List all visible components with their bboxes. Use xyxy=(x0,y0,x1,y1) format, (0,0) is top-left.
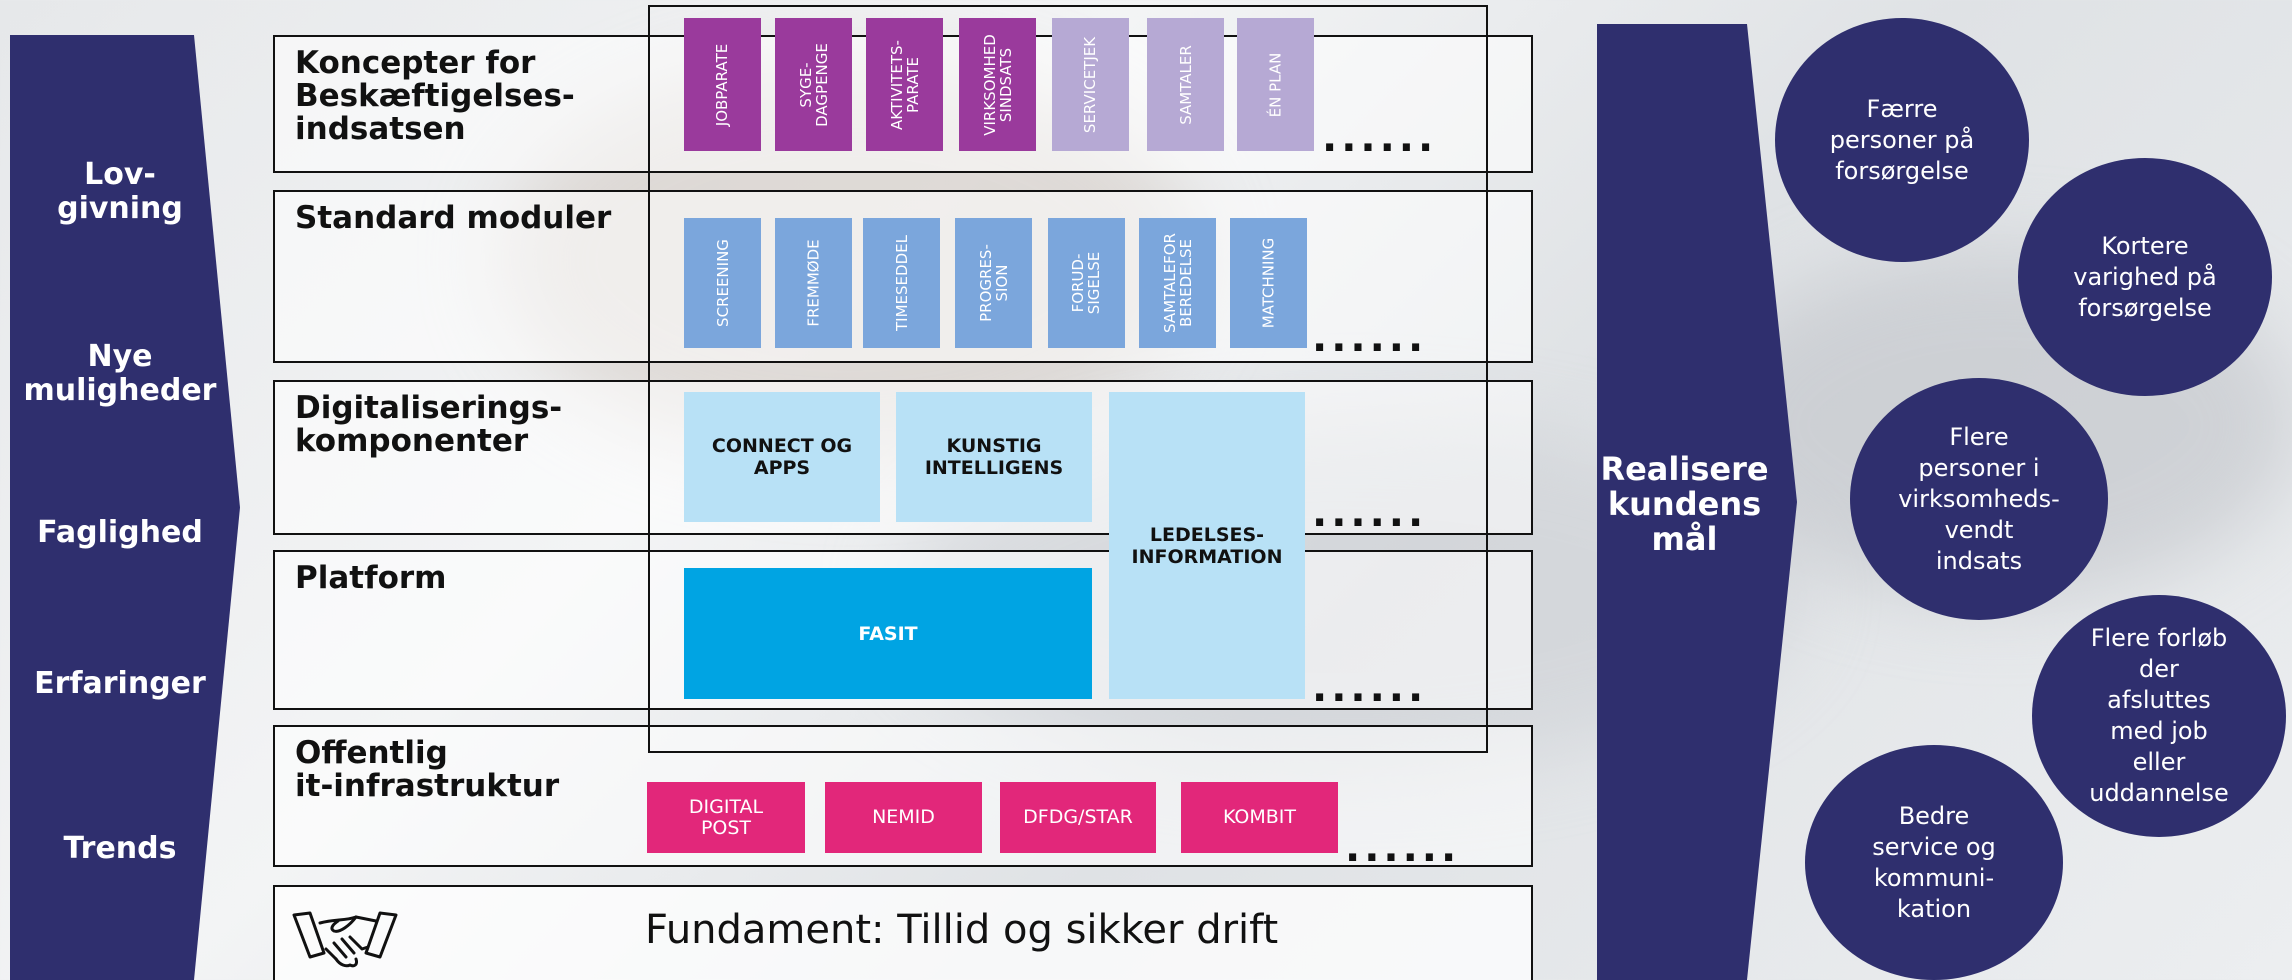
tile-samtaleforberedelse: SAMTALEFOR BEREDELSE xyxy=(1139,218,1216,348)
tile-aktivitetsparate: AKTIVITETS- PARATE xyxy=(866,18,943,151)
row-title-offentlig: Offentlig it-infrastruktur xyxy=(295,735,560,804)
row-title-digital: Digitaliserings- komponenter xyxy=(295,390,563,459)
tile-jobparate: JOBPARATE xyxy=(684,18,761,151)
tile-samtaler: SAMTALER xyxy=(1147,18,1224,151)
more-dots: ...... xyxy=(1322,115,1438,161)
left-label-faglighed: Faglighed xyxy=(37,515,203,550)
right-arrow xyxy=(1597,24,1797,980)
tile-kunstig-intelligens: KUNSTIG INTELLIGENS xyxy=(896,392,1092,522)
more-dots: ...... xyxy=(1345,825,1461,871)
row-title-koncepter: Koncepter for Beskæftigelses- indsatsen xyxy=(295,45,575,147)
right-arrow-label: Realisere kundens mål xyxy=(1600,450,1769,558)
tile-servicetjek: SERVICETJEK xyxy=(1052,18,1129,151)
tile-forudsigelse: FORUD- SIGELSE xyxy=(1048,218,1125,348)
row-fundament xyxy=(273,885,1533,980)
outcome-flere-virksomhedsvendt: Flere personer i virksomheds- vendt inds… xyxy=(1850,378,2108,620)
outcome-kortere-varighed: Kortere varighed på forsørgelse xyxy=(2018,158,2272,396)
left-label-nye-muligheder: Nye muligheder xyxy=(23,339,217,408)
overlay-frame xyxy=(648,5,1488,753)
tile-digital-post: DIGITAL POST xyxy=(647,782,805,853)
outcome-flere-forloeb: Flere forløb der afsluttes med job eller… xyxy=(2032,595,2286,837)
left-label-erfaringer: Erfaringer xyxy=(34,666,206,701)
tile-matchning: MATCHNING xyxy=(1230,218,1307,348)
tile-en-plan: ÉN PLAN xyxy=(1237,18,1314,151)
tile-ledelsesinformation: LEDELSES- INFORMATION xyxy=(1109,392,1305,699)
outcome-faerre-personer: Færre personer på forsørgelse xyxy=(1775,18,2029,262)
tile-connect-og-apps: CONNECT OG APPS xyxy=(684,392,880,522)
tile-fremmoede: FREMMØDE xyxy=(775,218,852,348)
tile-fasit: FASIT xyxy=(684,568,1092,699)
tile-screening: SCREENING xyxy=(684,218,761,348)
row-title-standard: Standard moduler xyxy=(295,200,612,236)
left-label-trends: Trends xyxy=(63,831,177,866)
left-label-lovgivning: Lov- givning xyxy=(57,157,183,226)
tile-dfdg-star: DFDG/STAR xyxy=(1000,782,1156,853)
tile-progression: PROGRES- SION xyxy=(955,218,1032,348)
more-dots: ...... xyxy=(1312,665,1428,711)
tile-nemid: NEMID xyxy=(825,782,982,853)
tile-timeseddel: TIMESEDDEL xyxy=(863,218,940,348)
tile-virksomhedsindsats: VIRKSOMHED SINDSATS xyxy=(959,18,1036,151)
tile-kombit: KOMBIT xyxy=(1181,782,1338,853)
fundament-text: Fundament: Tillid og sikker drift xyxy=(645,907,1279,953)
more-dots: ...... xyxy=(1312,315,1428,361)
left-arrow xyxy=(10,35,240,980)
more-dots: ...... xyxy=(1312,490,1428,536)
handshake-icon xyxy=(290,909,400,978)
tile-sygedagpenge: SYGE- DAGPENGE xyxy=(775,18,852,151)
outcome-bedre-service: Bedre service og kommuni- kation xyxy=(1805,745,2063,980)
row-title-platform: Platform xyxy=(295,560,447,596)
